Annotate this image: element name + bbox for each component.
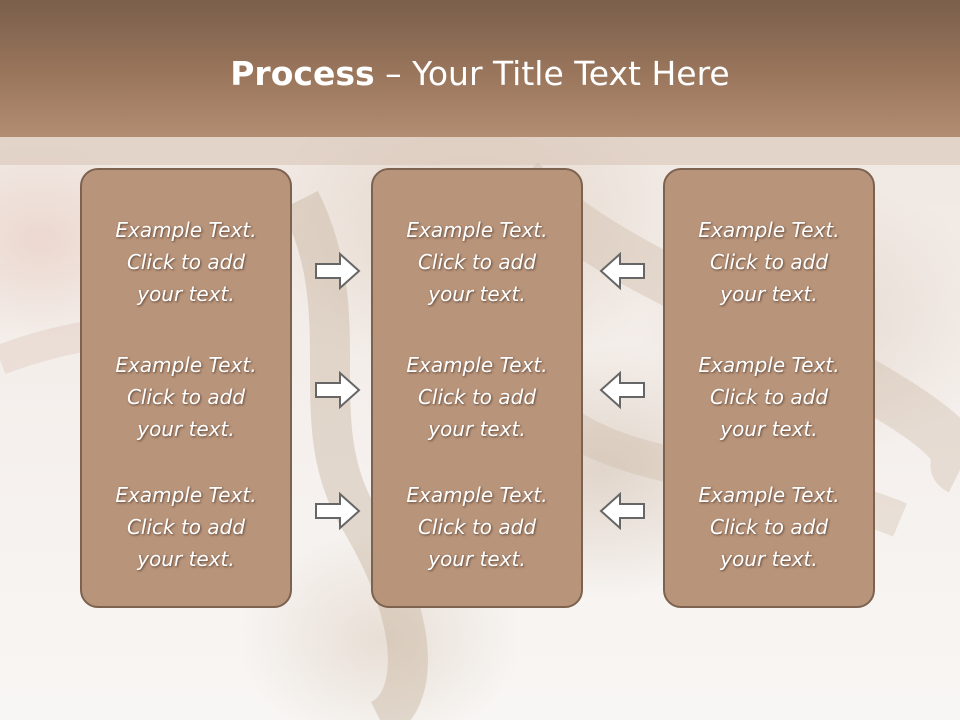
text-placeholder[interactable]: Example Text. Click to add your text. xyxy=(82,479,290,575)
entry-line: Click to add xyxy=(417,515,537,539)
entry-line: Click to add xyxy=(126,385,246,409)
text-placeholder[interactable]: Example Text. Click to add your text. xyxy=(665,479,873,575)
entry-line: Click to add xyxy=(709,515,829,539)
process-box-left[interactable]: Example Text. Click to add your text. Ex… xyxy=(80,168,292,608)
entry-line: Example Text. xyxy=(115,483,257,507)
entry-line: your text. xyxy=(720,547,818,571)
text-placeholder[interactable]: Example Text. Click to add your text. xyxy=(82,349,290,445)
entry-line: Click to add xyxy=(126,250,246,274)
entry-line: Example Text. xyxy=(698,218,840,242)
text-placeholder[interactable]: Example Text. Click to add your text. xyxy=(373,349,581,445)
entry-line: Click to add xyxy=(126,515,246,539)
entry-line: Example Text. xyxy=(115,353,257,377)
entry-line: Click to add xyxy=(709,385,829,409)
entry-line: your text. xyxy=(137,417,235,441)
title-rest: – Your Title Text Here xyxy=(374,54,730,93)
process-box-center[interactable]: Example Text. Click to add your text. Ex… xyxy=(371,168,583,608)
slide-title[interactable]: Process – Your Title Text Here xyxy=(0,52,960,96)
entry-line: your text. xyxy=(137,547,235,571)
entry-line: Example Text. xyxy=(698,483,840,507)
entry-line: your text. xyxy=(720,282,818,306)
entry-line: Example Text. xyxy=(406,218,548,242)
entry-line: your text. xyxy=(428,417,526,441)
arrow-left-icon xyxy=(599,491,645,531)
entry-line: Example Text. xyxy=(406,353,548,377)
text-placeholder[interactable]: Example Text. Click to add your text. xyxy=(373,479,581,575)
header-band xyxy=(0,137,960,165)
entry-line: Click to add xyxy=(709,250,829,274)
title-bar xyxy=(0,0,960,137)
arrow-left-icon xyxy=(599,251,645,291)
entry-line: your text. xyxy=(428,547,526,571)
arrow-right-icon xyxy=(315,370,361,410)
entry-line: Example Text. xyxy=(698,353,840,377)
process-box-right[interactable]: Example Text. Click to add your text. Ex… xyxy=(663,168,875,608)
entry-line: your text. xyxy=(428,282,526,306)
arrow-left-icon xyxy=(599,370,645,410)
arrow-right-icon xyxy=(315,491,361,531)
text-placeholder[interactable]: Example Text. Click to add your text. xyxy=(665,349,873,445)
arrow-right-icon xyxy=(315,251,361,291)
title-bold: Process xyxy=(230,54,375,93)
entry-line: Click to add xyxy=(417,250,537,274)
text-placeholder[interactable]: Example Text. Click to add your text. xyxy=(82,214,290,310)
entry-line: your text. xyxy=(720,417,818,441)
entry-line: Click to add xyxy=(417,385,537,409)
entry-line: Example Text. xyxy=(115,218,257,242)
text-placeholder[interactable]: Example Text. Click to add your text. xyxy=(373,214,581,310)
entry-line: your text. xyxy=(137,282,235,306)
entry-line: Example Text. xyxy=(406,483,548,507)
text-placeholder[interactable]: Example Text. Click to add your text. xyxy=(665,214,873,310)
